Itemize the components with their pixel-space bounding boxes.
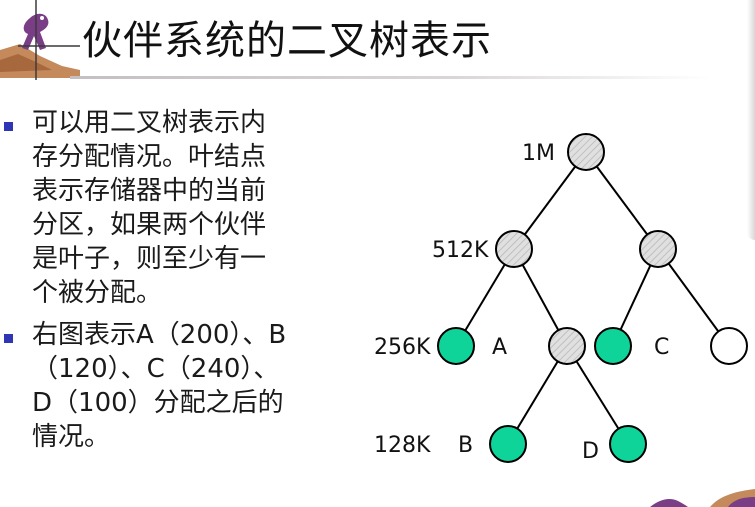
slide-title: 伙伴系统的二叉树表示 xyxy=(82,18,492,64)
leaf-label-d: D xyxy=(582,439,599,464)
title-divider xyxy=(70,76,710,79)
leaf-label-c: C xyxy=(654,335,669,360)
node-b-allocated xyxy=(489,425,527,463)
node-free xyxy=(710,327,748,365)
bullet-square-icon xyxy=(4,122,13,131)
bullet-text: 可以用二叉树表示内 存分配情况。叶结点 表示存储器中的当前 分区，如果两个伙伴 … xyxy=(32,108,267,308)
node-a-allocated xyxy=(437,327,475,365)
size-label-256k: 256K xyxy=(374,335,431,360)
tree-edge xyxy=(657,248,730,347)
node-512k-left-split xyxy=(495,230,533,268)
bullet-item: 可以用二叉树表示内 存分配情况。叶结点 表示存储器中的当前 分区，如果两个伙伴 … xyxy=(0,106,345,310)
leaf-label-b: B xyxy=(458,433,473,458)
leaf-label-a: A xyxy=(492,335,507,360)
tree-edge xyxy=(513,151,587,250)
slide-edge-decoration xyxy=(747,0,755,240)
node-d-allocated xyxy=(609,425,647,463)
node-512k-right-split xyxy=(639,230,677,268)
tree-edge xyxy=(507,345,568,445)
bullet-list: 可以用二叉树表示内 存分配情况。叶结点 表示存储器中的当前 分区，如果两个伙伴 … xyxy=(0,106,345,462)
size-label-128k: 128K xyxy=(374,433,431,458)
tree-edge xyxy=(566,345,629,445)
bullet-item: 右图表示A（200）、B （120）、C（240）、 D（100）分配之后的 情… xyxy=(0,318,345,454)
size-label-1m: 1M xyxy=(522,141,555,166)
dinosaur-logo-icon xyxy=(0,0,80,80)
bullet-square-icon xyxy=(4,334,13,343)
corner-decoration-icon xyxy=(650,489,755,507)
node-c-allocated xyxy=(594,327,632,365)
tree-edge xyxy=(585,151,659,250)
node-256k-split xyxy=(548,327,586,365)
bullet-text: 右图表示A（200）、B （120）、C（240）、 D（100）分配之后的 情… xyxy=(32,320,287,452)
size-label-512k: 512K xyxy=(432,238,489,263)
node-1m-split xyxy=(567,133,605,171)
